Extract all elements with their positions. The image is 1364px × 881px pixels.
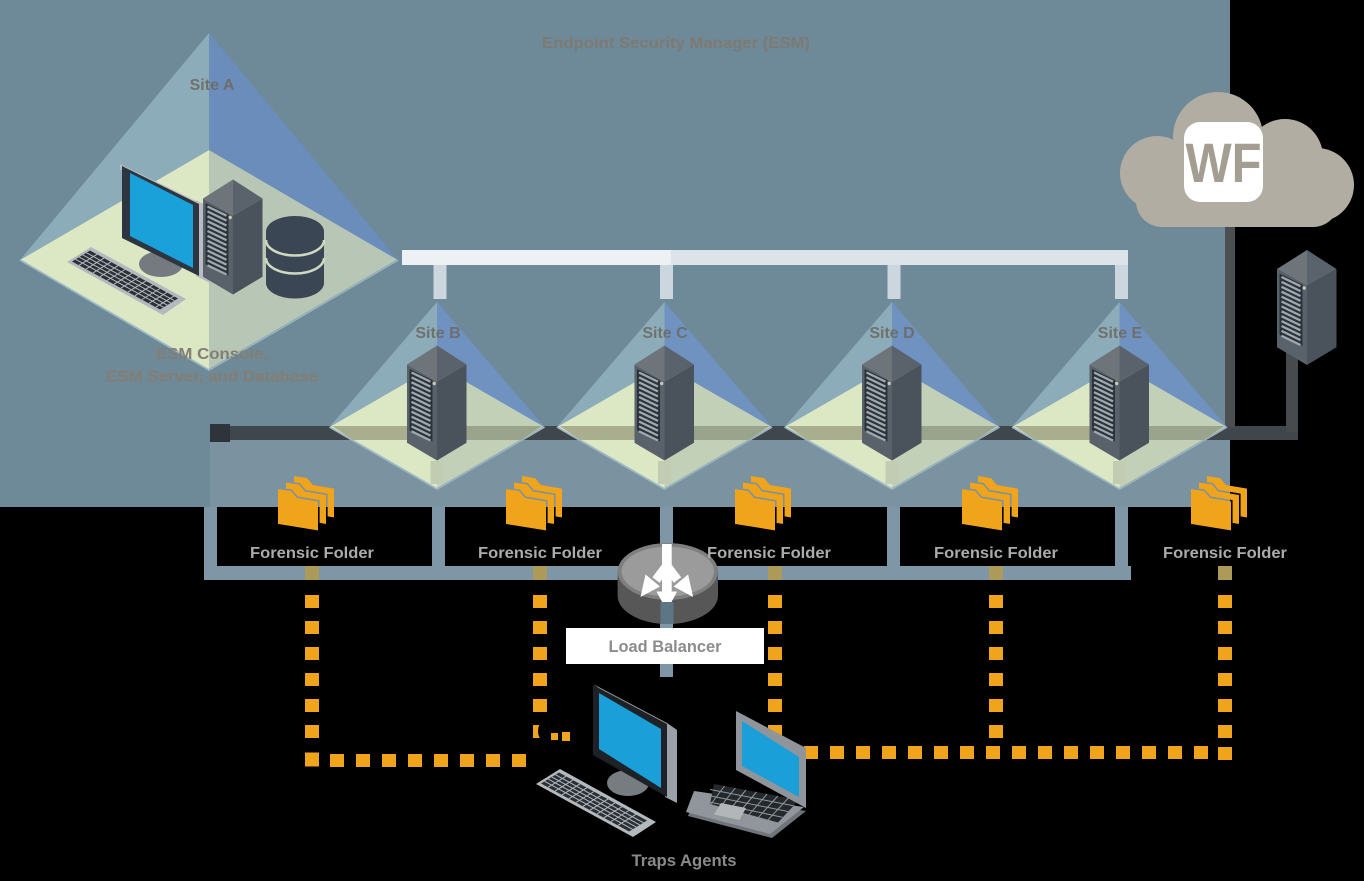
- svg-text:Site C: Site C: [642, 325, 688, 342]
- svg-text:Traps Agents: Traps Agents: [632, 852, 737, 870]
- svg-text:Load Balancer: Load Balancer: [609, 637, 722, 656]
- svg-text:Site A: Site A: [190, 77, 235, 94]
- svg-text:ESM Server, and Database: ESM Server, and Database: [106, 369, 318, 386]
- svg-text:Forensic Folder: Forensic Folder: [934, 545, 1058, 562]
- svg-text:Forensic Folder: Forensic Folder: [478, 545, 602, 562]
- svg-text:Forensic Folder: Forensic Folder: [250, 545, 374, 562]
- svg-text:Site B: Site B: [415, 325, 460, 342]
- svg-text:Site D: Site D: [869, 325, 914, 342]
- svg-text:Endpoint Security Manager (ESM: Endpoint Security Manager (ESM): [542, 35, 810, 52]
- svg-text:Forensic Folder: Forensic Folder: [1163, 545, 1287, 562]
- svg-text:WF: WF: [1186, 131, 1262, 194]
- svg-text:Site E: Site E: [1098, 325, 1143, 342]
- svg-text:Forensic Folder: Forensic Folder: [707, 545, 831, 562]
- svg-text:ESM Console,: ESM Console,: [156, 346, 268, 363]
